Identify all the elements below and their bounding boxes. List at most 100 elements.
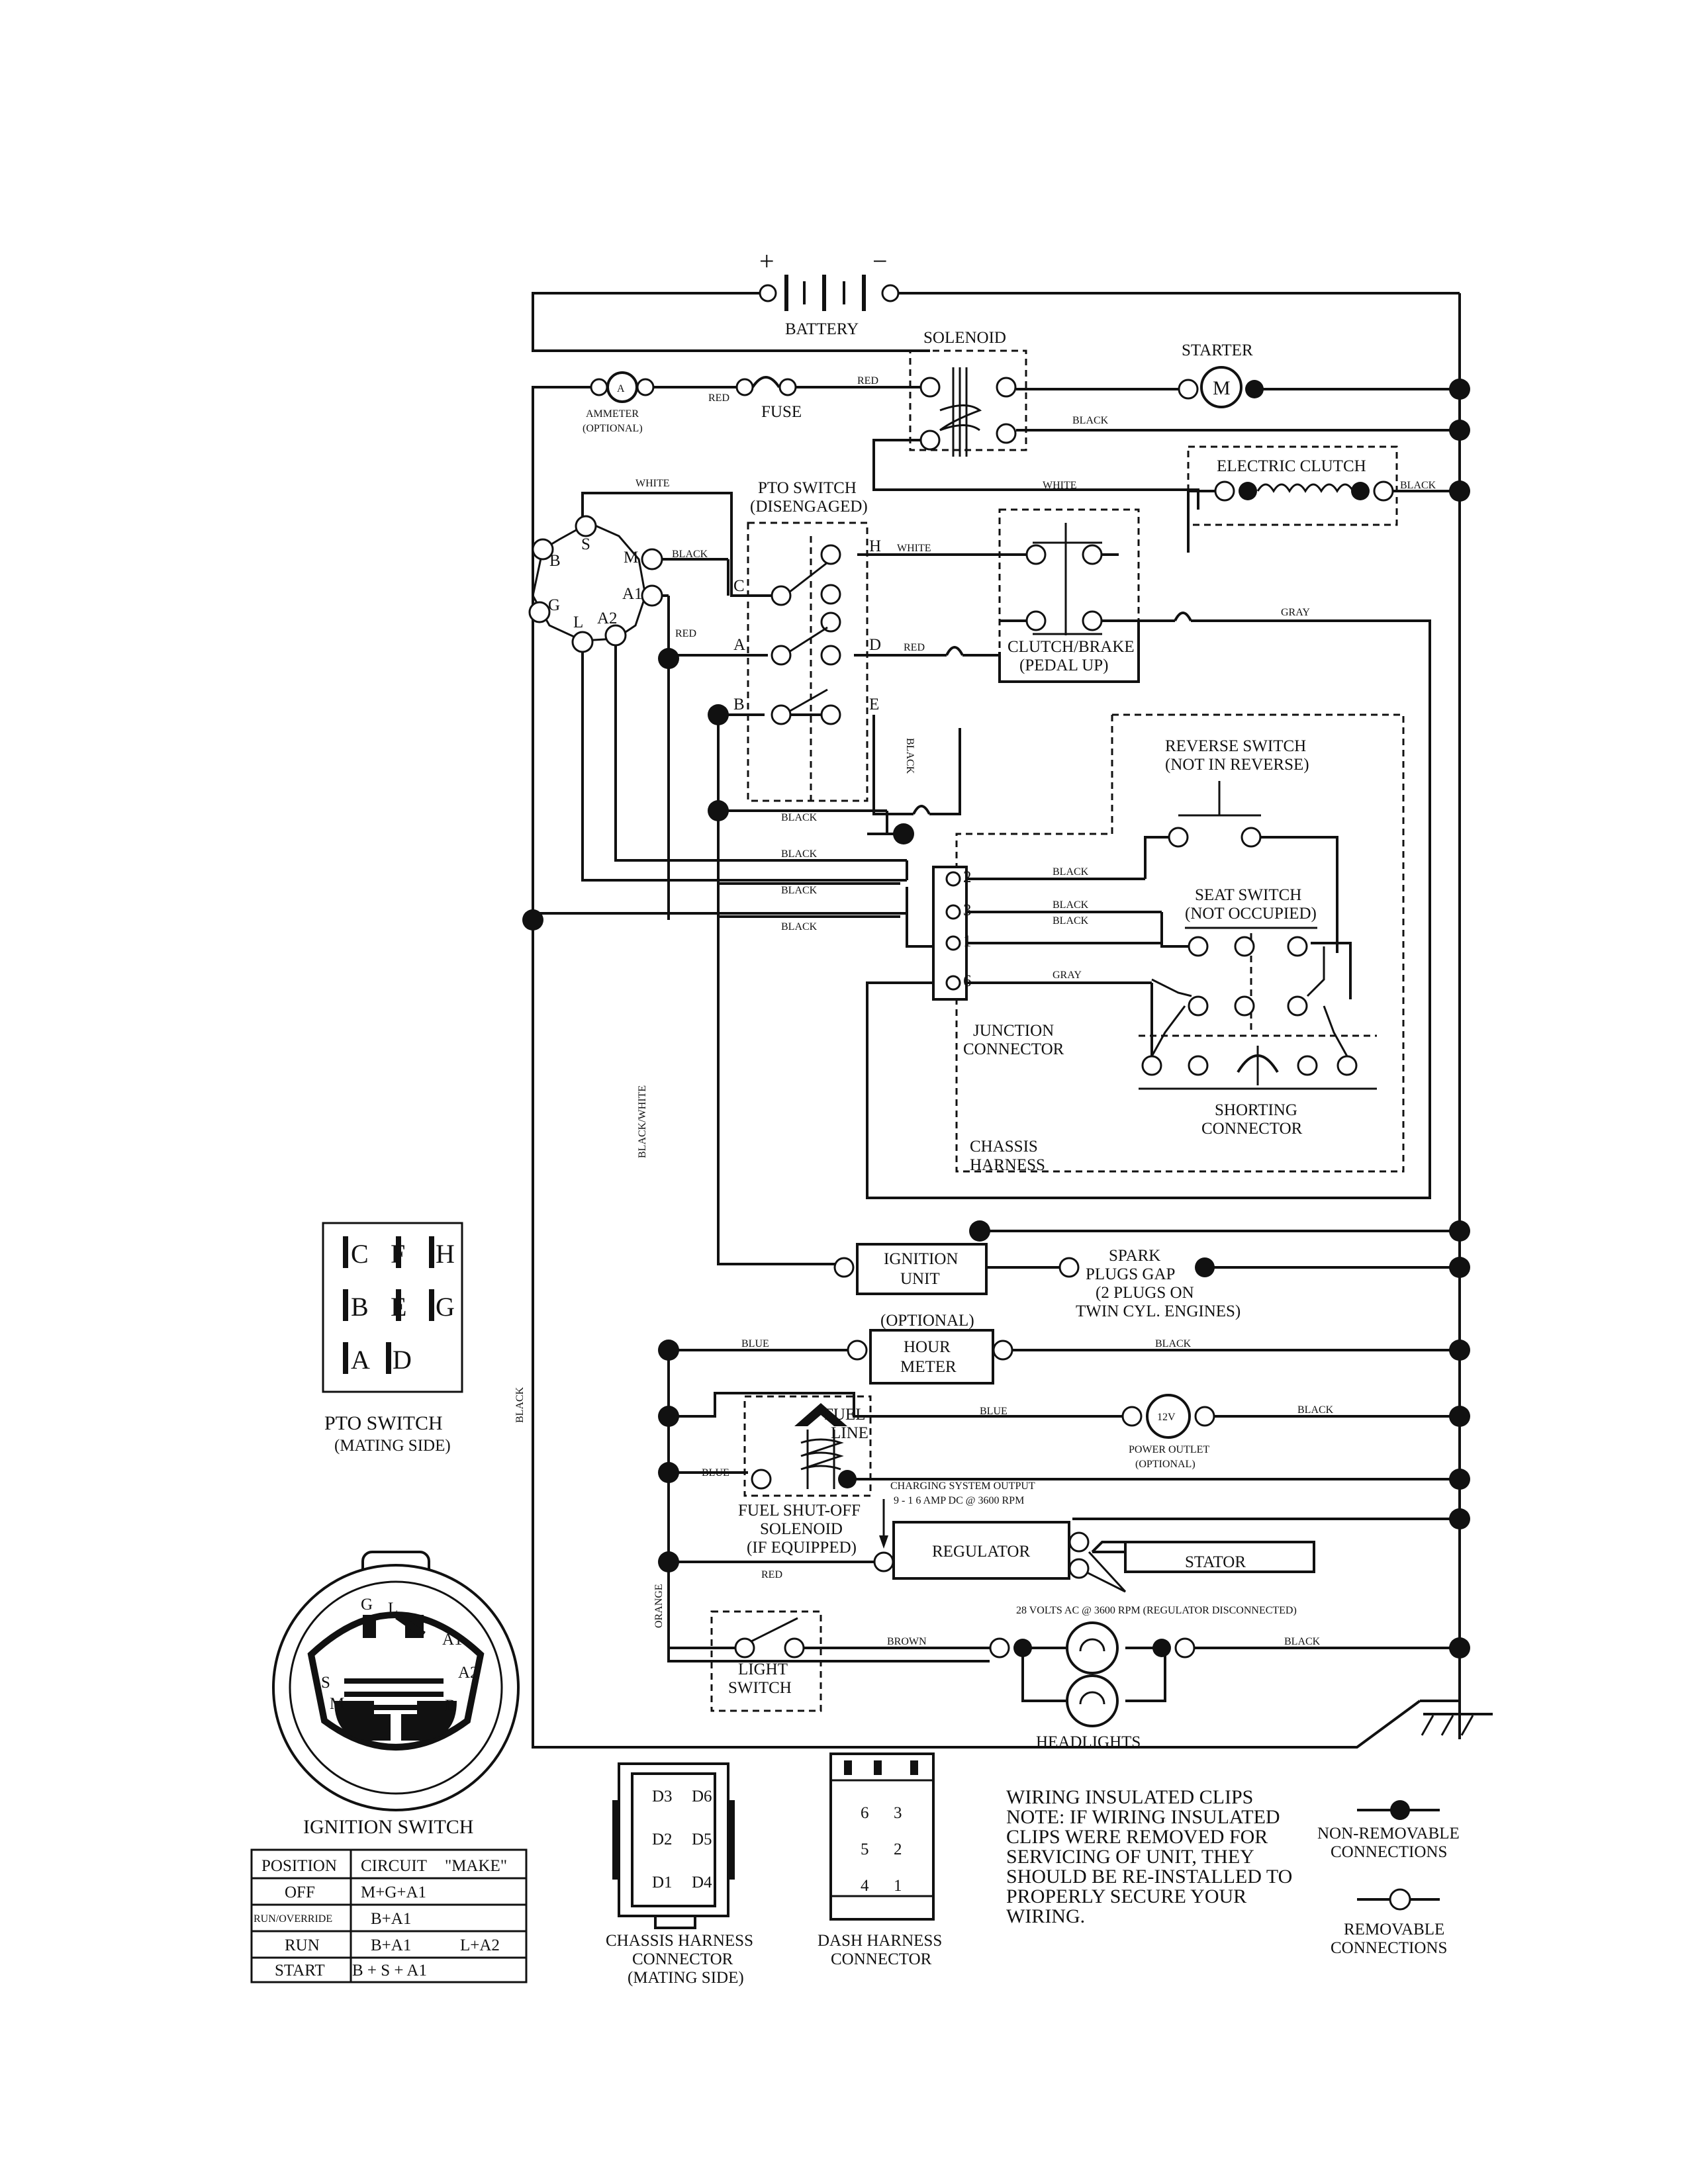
ign-term-l: L	[573, 614, 583, 631]
wiring-note: WIRING INSULATED CLIPS NOTE: IF WIRING I…	[1006, 1786, 1292, 1927]
wire-black-3: BLACK	[781, 885, 818, 896]
dash-pin-6: 6	[861, 1804, 869, 1822]
fuel-shutoff-label: FUEL SHUT-OFF	[738, 1502, 861, 1520]
pto-pin-b: B	[351, 1292, 369, 1322]
wire-gray-jc6: GRAY	[1053, 970, 1082, 981]
chassis-pin-d2: D2	[652, 1831, 673, 1848]
ign-term-s: S	[581, 535, 590, 553]
wire-white-solenoid: WHITE	[1043, 480, 1077, 491]
fuel-line-label: FUEL	[824, 1406, 866, 1424]
table-header-position: POSITION	[261, 1857, 337, 1875]
ign-term-a2: A2	[597, 610, 618, 627]
legend-removable-2: CONNECTIONS	[1331, 1939, 1447, 1957]
spark-plugs-1: SPARK	[1109, 1247, 1160, 1265]
power-outlet: 12V POWER OUTLET (OPTIONAL) BLACK	[1121, 1394, 1334, 1470]
stator-note: 28 VOLTS AC @ 3600 RPM (REGULATOR DISCON…	[1016, 1605, 1297, 1616]
wire-brown: BROWN	[887, 1636, 927, 1647]
ign-face-g: G	[361, 1596, 373, 1614]
pto-pin-e: E	[391, 1292, 406, 1322]
ign-face-m: M	[330, 1695, 344, 1713]
dash-connector-title: DASH HARNESS	[818, 1932, 942, 1950]
wire-black-white: BLACK/WHITE	[637, 1085, 648, 1158]
pto-pin-c: C	[351, 1239, 369, 1269]
junction-connector-label-2: CONNECTOR	[963, 1040, 1064, 1058]
junction-pin-6: 6	[963, 972, 972, 990]
battery-label: BATTERY	[785, 320, 859, 338]
clutch-brake-label: CLUTCH/BRAKE	[1008, 638, 1135, 656]
pto-switch-state: (DISENGAGED)	[750, 498, 868, 516]
fuel-shutoff-label-2: SOLENOID	[760, 1520, 843, 1538]
ignition-terminal-array: B S M A1 A2 L G WHITE BLACK RED	[528, 478, 708, 653]
pto-pin-a: A	[351, 1345, 370, 1375]
note-line-4: SERVICING OF UNIT, THEY	[1006, 1846, 1254, 1868]
note-line-6: PROPERLY SECURE YOUR	[1006, 1886, 1246, 1907]
table-row-run-circuit: B+A1	[371, 1936, 411, 1954]
regulator-label: REGULATOR	[932, 1543, 1030, 1561]
wire-white-pto: WHITE	[897, 543, 931, 554]
chassis-harness-zone: 2 3 1 6 BLACK BLACK BLACK GRAY JUNCTION …	[932, 713, 1405, 1174]
note-line-2: NOTE: IF WIRING INSULATED	[1006, 1806, 1280, 1828]
solenoid-label: SOLENOID	[923, 329, 1006, 347]
power-outlet-label: POWER OUTLET	[1129, 1444, 1209, 1455]
pto-pin-h: H	[436, 1239, 455, 1269]
right-junctions	[1449, 379, 1470, 1659]
table-row-off: OFF	[285, 1884, 315, 1901]
wire-red-ammeter: RED	[708, 392, 729, 404]
headlights-label: HEADLIGHTS	[1036, 1733, 1141, 1751]
fuel-line-label-2: LINE	[831, 1424, 868, 1442]
fuse-label: FUSE	[761, 403, 802, 421]
spark-plugs-2: PLUGS GAP	[1086, 1265, 1175, 1283]
ammeter-optional: (OPTIONAL)	[583, 423, 643, 434]
pto-term-h: H	[869, 537, 881, 555]
wire-black-ign: BLACK	[672, 549, 708, 560]
chassis-pin-d4: D4	[692, 1874, 712, 1891]
chassis-pin-d1: D1	[652, 1874, 673, 1891]
chassis-harness-label-2: HARNESS	[970, 1156, 1045, 1174]
light-switch-label-2: SWITCH	[728, 1679, 792, 1697]
charging-output-2: 9 - 1 6 AMP DC @ 3600 RPM	[894, 1495, 1024, 1506]
ign-face-s: S	[321, 1674, 330, 1692]
ign-term-a1: A1	[622, 585, 643, 603]
wire-black-hour: BLACK	[1155, 1338, 1192, 1349]
table-row-start-circuit: B + S + A1	[352, 1962, 427, 1979]
wire-white-ign: WHITE	[635, 478, 670, 489]
ammeter-symbol: A	[617, 383, 625, 394]
ignition-unit-label: IGNITION	[884, 1250, 958, 1268]
pto-term-e: E	[869, 696, 879, 713]
ignition-switch-table: POSITION CIRCUIT "MAKE" OFF M+G+A1 RUN/O…	[250, 1848, 528, 1983]
pto-mating-side: C F H B E G A D PTO SWITCH (MATING SIDE)	[322, 1222, 463, 1455]
ignition-unit: IGNITION UNIT SPARK PLUGS GAP (2 PLUGS O…	[833, 1243, 1241, 1320]
ammeter: A AMMETER (OPTIONAL) RED	[583, 371, 729, 434]
seat-switch-label: SEAT SWITCH	[1195, 886, 1301, 904]
main-wiring	[532, 292, 1493, 1749]
pto-term-a: A	[733, 636, 745, 654]
note-line-3: CLIPS WERE REMOVED FOR	[1006, 1826, 1268, 1848]
starter-label: STARTER	[1182, 341, 1253, 359]
reverse-switch-state: (NOT IN REVERSE)	[1165, 756, 1309, 774]
wire-black-headlight: BLACK	[1284, 1636, 1321, 1647]
dash-connector-title-2: CONNECTOR	[831, 1950, 932, 1968]
wire-black-main: BLACK	[514, 1387, 526, 1423]
chassis-pin-d6: D6	[692, 1788, 712, 1805]
junction-pin-1: 1	[963, 933, 972, 950]
table-row-override: RUN/OVERRIDE	[254, 1913, 332, 1925]
pto-pin-f: F	[391, 1239, 405, 1269]
hour-meter: (OPTIONAL) HOUR METER BLUE BLACK	[741, 1312, 1192, 1385]
junction-pin-2: 2	[963, 868, 972, 886]
ign-face-a2: A2	[458, 1664, 479, 1682]
shorting-connector-label-2: CONNECTOR	[1201, 1120, 1303, 1138]
wire-red-ign: RED	[675, 628, 696, 639]
electric-clutch-label: ELECTRIC CLUTCH	[1217, 457, 1366, 475]
legend-non-removable-2: CONNECTIONS	[1331, 1843, 1447, 1861]
starter-symbol: M	[1213, 377, 1231, 399]
ignition-switch-title: IGNITION SWITCH	[303, 1816, 473, 1838]
dash-harness-connector: 6 3 5 2 4 1 DASH HARNESS CONNECTOR	[818, 1752, 942, 1968]
wire-black-clutch: BLACK	[1400, 480, 1436, 491]
pto-switch-label: PTO SWITCH	[758, 479, 857, 497]
headlights: HEADLIGHTS	[989, 1621, 1196, 1751]
dash-pin-5: 5	[861, 1841, 869, 1858]
chassis-connector-title: CHASSIS HARNESS	[606, 1932, 753, 1950]
ign-term-g: G	[548, 596, 560, 614]
hour-meter-optional: (OPTIONAL)	[880, 1312, 974, 1330]
